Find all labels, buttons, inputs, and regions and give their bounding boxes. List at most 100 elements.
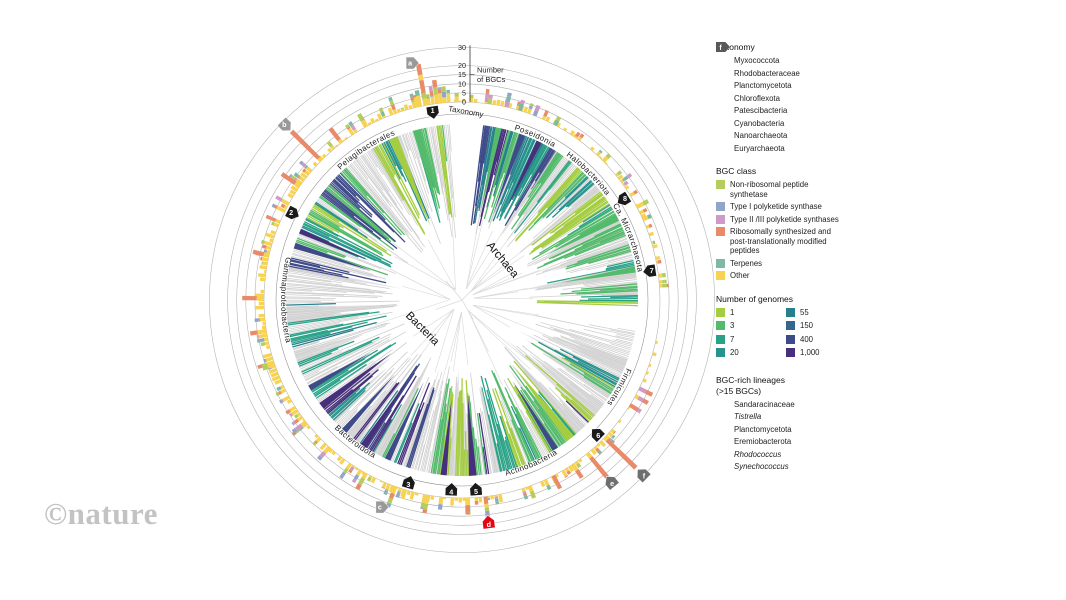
bgc-bar-segment xyxy=(315,436,322,443)
leaf-branch xyxy=(385,141,404,177)
bgc-bar-segment xyxy=(569,130,576,136)
leaf-branch xyxy=(472,125,490,224)
bgc-bar-segment xyxy=(339,474,345,480)
bgc-bar-segment xyxy=(545,116,551,122)
legend-item-label: 400 xyxy=(800,334,814,344)
bgc-bar-segment xyxy=(269,238,274,243)
highlight-clade-wedge xyxy=(412,129,441,218)
bgc-bar-segment xyxy=(388,96,393,102)
leaf-branch xyxy=(555,336,626,366)
bgc-bar-segment xyxy=(400,488,406,498)
leaf-branch xyxy=(339,408,358,428)
leaf-branch xyxy=(615,335,634,341)
legend-item-label: Rhodococcus xyxy=(734,449,782,459)
bacteria-domain-label: Bacteria xyxy=(403,310,442,349)
bgc-feature-bar-segment xyxy=(388,492,395,500)
bgc-bar-segment xyxy=(392,108,398,115)
leaf-branch xyxy=(567,207,613,237)
leaf-branch xyxy=(496,443,505,472)
leaf-branch xyxy=(513,360,577,435)
leaf-branch xyxy=(533,334,621,378)
leaf-branch xyxy=(571,285,638,293)
leaf-branch xyxy=(286,296,321,298)
leaf-branch xyxy=(332,389,366,421)
bgc-bar-segment xyxy=(528,105,533,110)
bgc-bar-segment xyxy=(385,488,389,492)
bgc-feature-bar-segment xyxy=(483,496,489,505)
leaf-branch xyxy=(366,409,392,449)
phylo-tree xyxy=(285,124,639,477)
leaf-branch xyxy=(292,252,387,280)
leaf-branch xyxy=(290,259,321,268)
bgc-bar-segment xyxy=(270,229,277,235)
leaf-branch xyxy=(551,408,575,436)
leaf-branch xyxy=(479,439,485,475)
leaf-branch xyxy=(298,233,340,251)
leaf-branch xyxy=(582,226,623,247)
leaf-branch xyxy=(509,365,567,443)
legend-item-label: 3 xyxy=(730,321,735,330)
legend-item-bgc-class: Type II /III polyketide synthases xyxy=(716,214,911,225)
leaf-branch xyxy=(350,354,418,437)
leaf-branch xyxy=(348,164,404,230)
leaf-branch xyxy=(456,391,461,476)
leaf-branch xyxy=(432,419,443,474)
leaf-branch xyxy=(489,444,496,473)
leaf-branch xyxy=(530,199,607,253)
leaf-branch xyxy=(410,131,426,181)
bgc-bar-segment xyxy=(376,113,383,121)
leaf-branch xyxy=(287,314,335,321)
marker-tag-shape xyxy=(276,116,292,132)
leaf-branch xyxy=(292,250,374,275)
bgc-bar-segment xyxy=(397,490,401,493)
bgc-bar-segment xyxy=(381,486,386,490)
tree-branch xyxy=(434,308,455,373)
leaf-branch xyxy=(286,291,383,297)
leaf-branch xyxy=(610,343,631,351)
marker-tag-shape xyxy=(637,468,652,484)
leaf-branch xyxy=(286,312,341,320)
marker-tag-shape xyxy=(375,500,390,514)
leaf-branch xyxy=(311,369,349,393)
leaf-branch xyxy=(418,409,435,471)
bgc-bar-segment xyxy=(292,420,296,426)
bgc-feature-bar-segment xyxy=(517,103,525,112)
bgc-bar-segment xyxy=(485,88,490,95)
leaf-branch xyxy=(447,124,456,218)
leaf-branch xyxy=(569,363,614,391)
legend-item-lineage-e: eRhodococcus xyxy=(716,42,911,460)
leaf-branch xyxy=(616,333,634,339)
marker-tag-text: 1 xyxy=(431,106,435,115)
legend-item-label: Type II /III polyketide synthases xyxy=(730,214,839,224)
leaf-branch xyxy=(326,369,379,414)
bgc-bar-segment xyxy=(261,325,267,330)
leaf-branch xyxy=(397,382,431,465)
bgc-bar-segment xyxy=(664,279,667,284)
bgc-bar-segment xyxy=(437,89,442,94)
leaf-branch xyxy=(439,435,446,475)
leaf-branch xyxy=(560,348,620,380)
leaf-branch xyxy=(370,375,417,452)
bgc-bar-segment xyxy=(576,462,582,469)
leaf-branch xyxy=(431,126,449,221)
bgc-feature-bar-segment xyxy=(505,95,512,103)
bgc-bar-segment xyxy=(258,273,266,278)
leaf-branch xyxy=(350,162,408,233)
bgc-bar-segment xyxy=(265,232,275,239)
leaf-branch xyxy=(325,187,392,243)
leaf-branch xyxy=(374,426,391,454)
leaf-branch xyxy=(608,254,633,263)
tree-branch xyxy=(412,308,455,337)
leaf-branch xyxy=(572,408,588,424)
tree-branch xyxy=(472,304,511,328)
bgc-bar-segment xyxy=(341,471,346,477)
bgc-feature-bar-segment xyxy=(256,296,265,301)
leaf-branch xyxy=(455,397,460,476)
bgc-bar-segment xyxy=(327,141,334,148)
bgc-feature-bar-segment xyxy=(418,74,424,81)
axis-tick-label: 15 xyxy=(458,70,466,79)
leaf-branch xyxy=(356,354,422,442)
bgc-feature-bar-segment xyxy=(441,86,446,93)
leaf-branch xyxy=(487,128,505,193)
leaf-branch xyxy=(536,160,570,203)
